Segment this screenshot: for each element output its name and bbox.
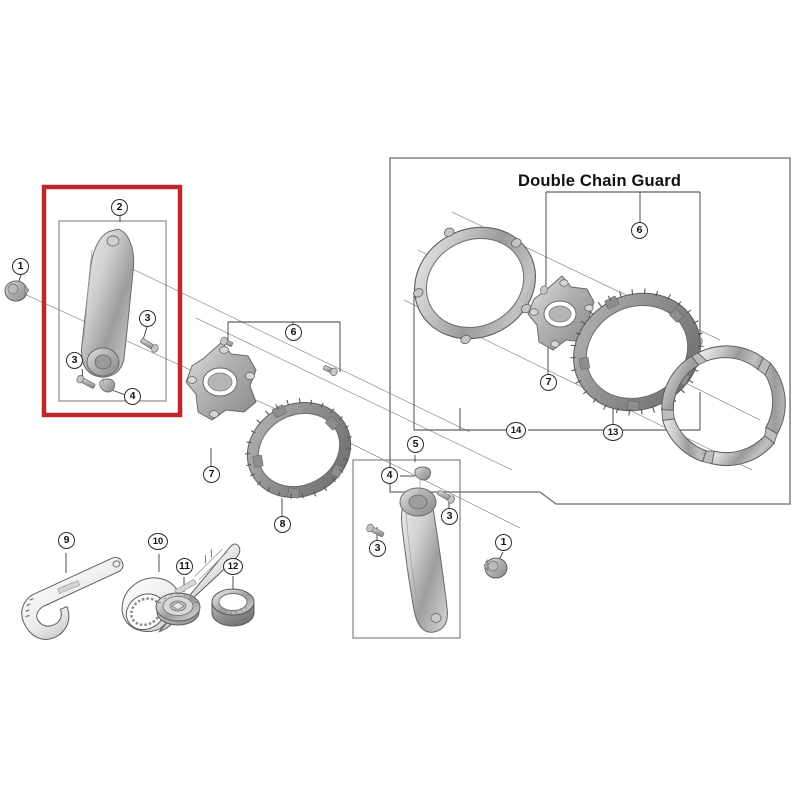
spider-guard	[527, 275, 595, 351]
pin-spanner-tool	[21, 556, 124, 640]
right-crank-arm-part	[399, 487, 448, 633]
chain-guard-ring-outer	[661, 345, 786, 467]
chainring-bolts-center	[220, 336, 338, 377]
callout-3-bolt-right[interactable]: 3	[139, 310, 156, 327]
crank-bolt-set-left	[76, 338, 159, 393]
callout-11-bb-cup[interactable]: 11	[176, 558, 193, 575]
teeth	[244, 398, 352, 499]
callout-7-spider-guard[interactable]: 7	[540, 374, 557, 391]
safety-clip-left	[99, 378, 116, 393]
highlight-box-left-crank	[41, 184, 183, 418]
callout-14-guard-ring[interactable]: 14	[506, 422, 526, 439]
spider-center	[185, 341, 257, 421]
double-chain-guard-box	[389, 157, 791, 505]
callout-3-bolt-r2[interactable]: 3	[369, 540, 386, 557]
callout-10-wrench[interactable]: 10	[148, 533, 168, 550]
callout-5-right-crank-group[interactable]: 5	[407, 436, 424, 453]
group2-bracket-box	[58, 220, 167, 402]
callout-2-left-crank-group[interactable]: 2	[111, 199, 128, 216]
left-crank-arm-part	[81, 228, 135, 378]
callout-8-inner-chainring[interactable]: 8	[274, 516, 291, 533]
crank-cap-right	[483, 557, 508, 579]
callout-3-bolt-left[interactable]: 3	[66, 352, 83, 369]
callout-12-bb-lockring[interactable]: 12	[223, 558, 243, 575]
callout-6-bolts-guard[interactable]: 6	[631, 222, 648, 239]
callout-1-left[interactable]: 1	[12, 258, 29, 275]
crank-bolt-set-right	[366, 466, 456, 538]
group5-bracket-box	[352, 459, 461, 639]
bb-lockring	[211, 588, 255, 627]
callout-6-bolts-center[interactable]: 6	[285, 324, 302, 341]
callout-4-clip-right[interactable]: 4	[381, 467, 398, 484]
safety-clip-right	[414, 466, 432, 481]
callout-7-spider-center[interactable]: 7	[203, 466, 220, 483]
callout-9-spanner[interactable]: 9	[58, 532, 75, 549]
crank-cap-left	[4, 280, 30, 302]
group-title-double-chain-guard: Double Chain Guard	[518, 172, 682, 190]
callout-3-bolt-r1[interactable]: 3	[441, 508, 458, 525]
inner-chainring	[244, 398, 352, 499]
lockring-wrench-tool	[121, 543, 241, 633]
callout-13-outer-chainring[interactable]: 13	[603, 424, 623, 441]
bb-adapter-cup	[155, 592, 201, 626]
callout-1-right[interactable]: 1	[495, 534, 512, 551]
callout-4-clip-left[interactable]: 4	[124, 388, 141, 405]
chain-guard-plate	[413, 226, 536, 345]
teeth-outer	[570, 288, 704, 416]
